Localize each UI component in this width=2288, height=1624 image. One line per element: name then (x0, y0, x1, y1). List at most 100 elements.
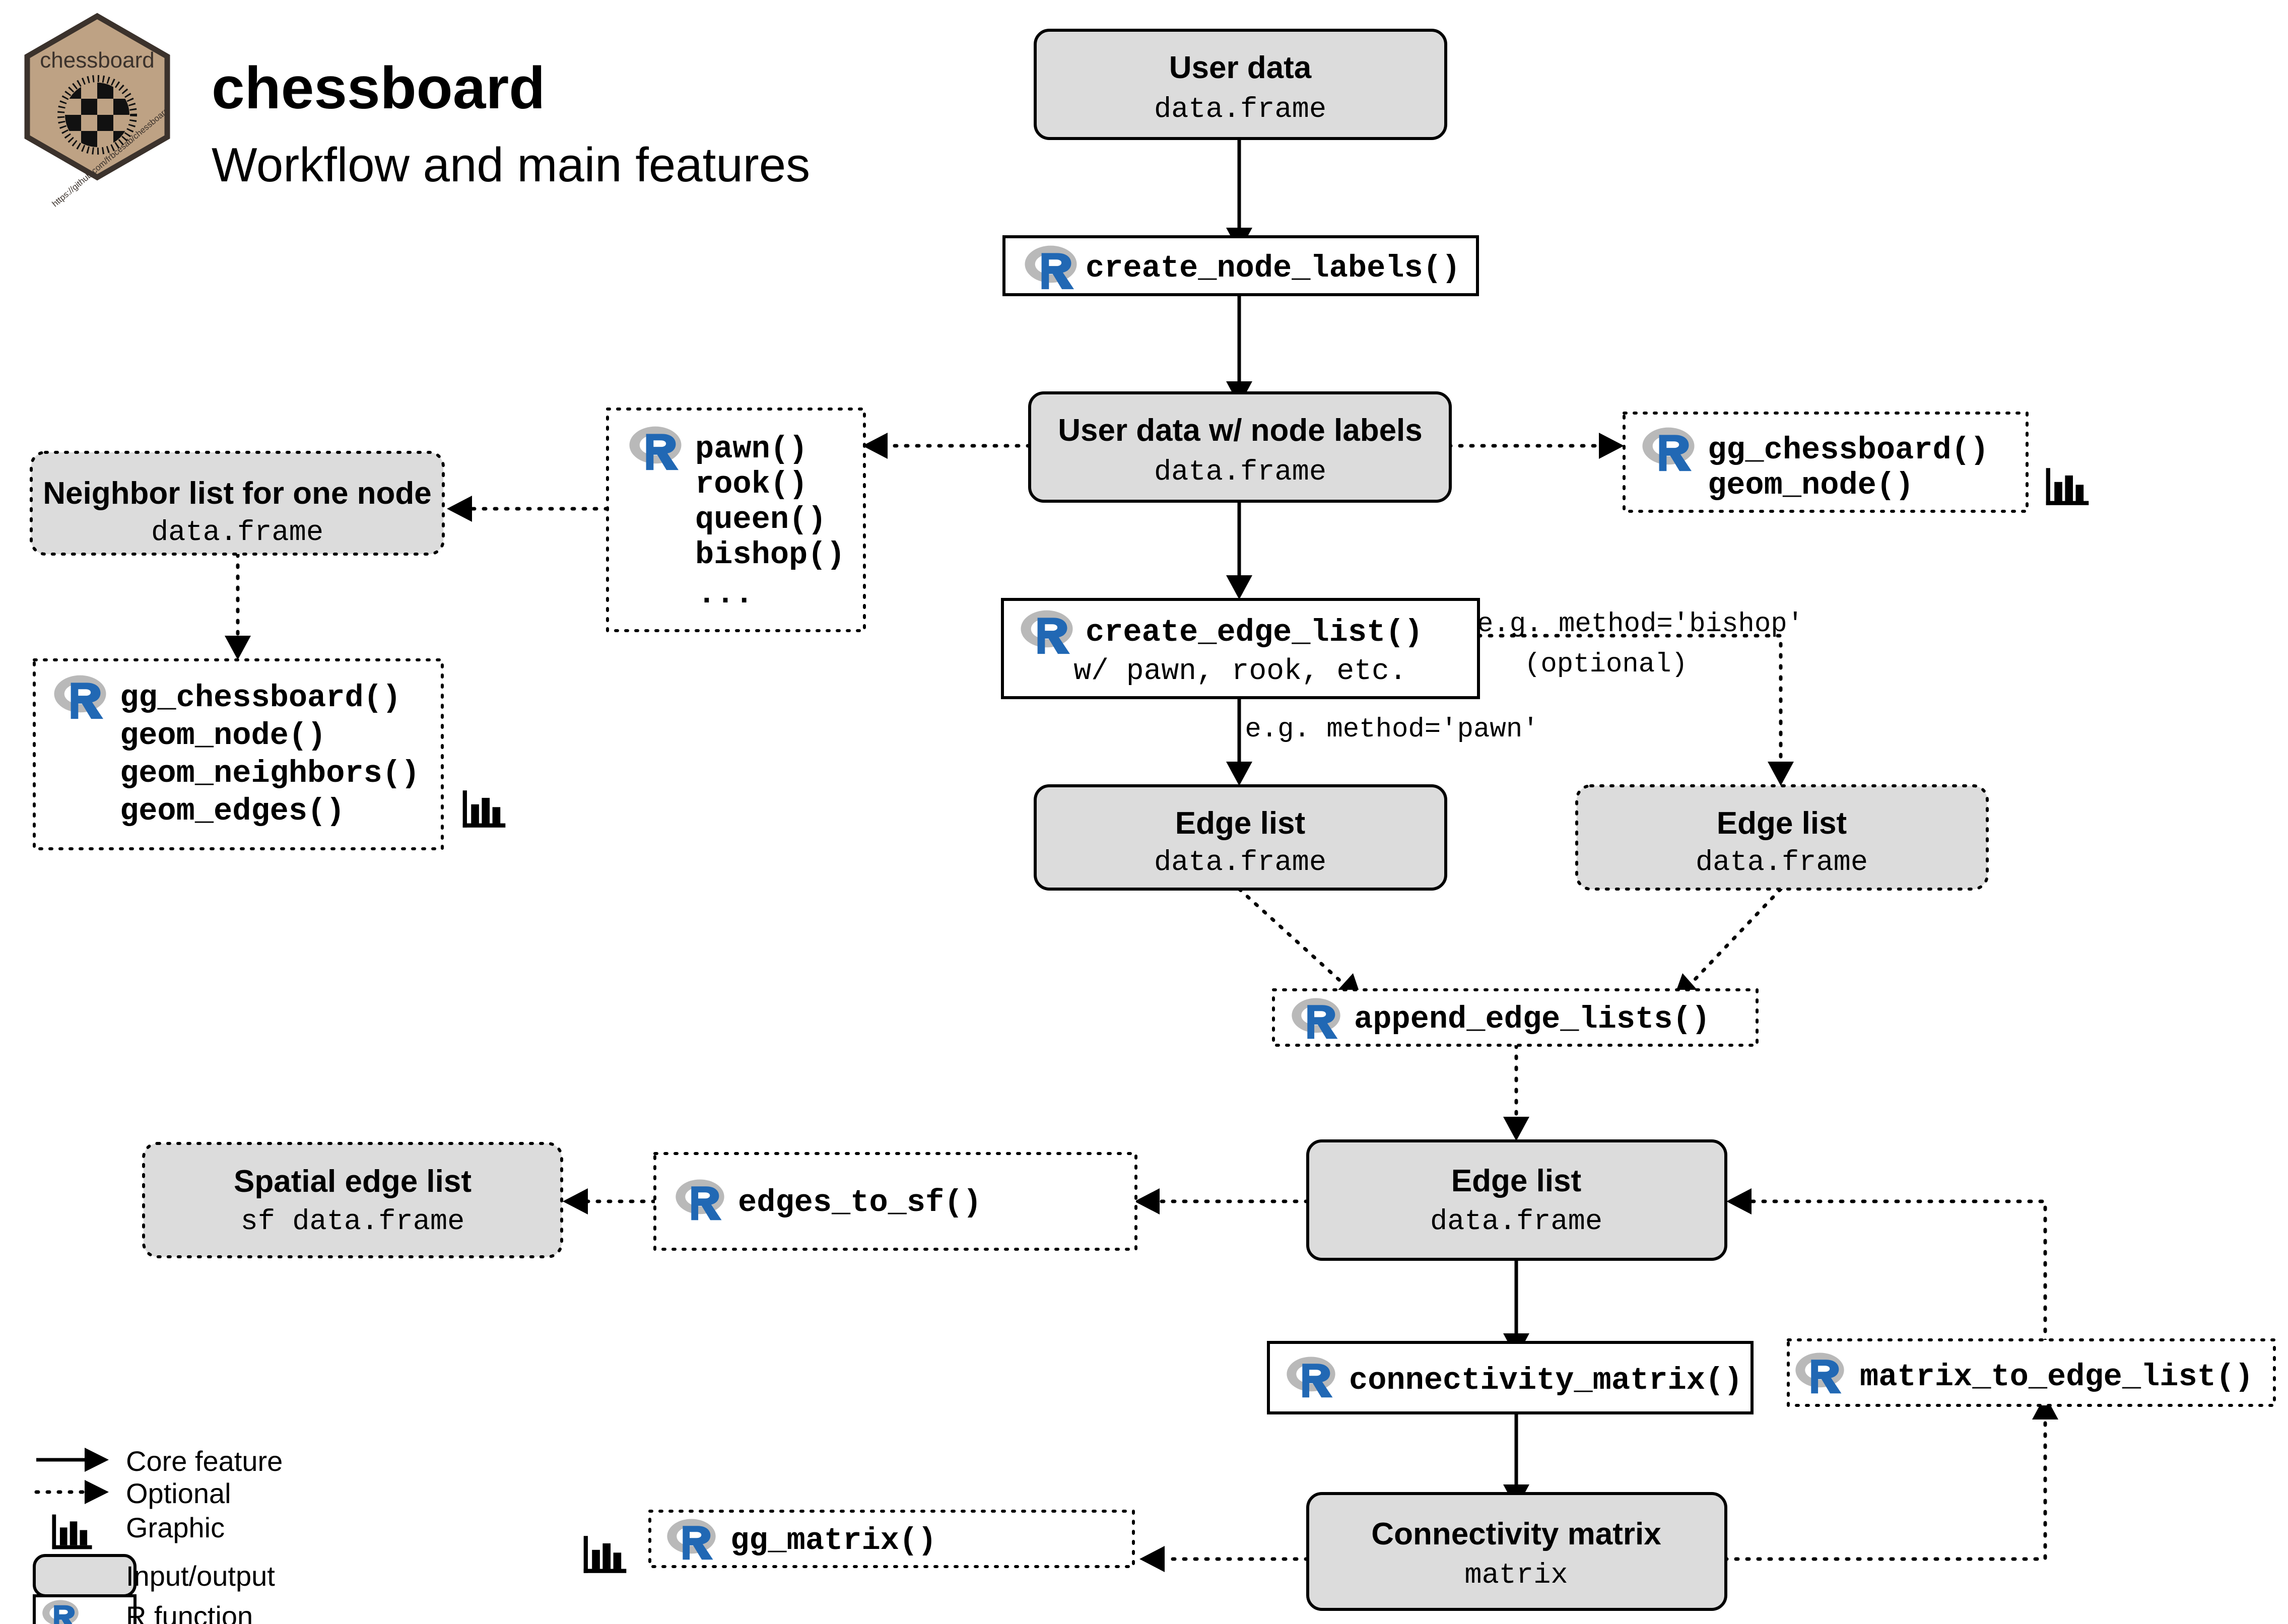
node-piece-functions[interactable]: pawn() rook() queen() bishop() ... (606, 408, 866, 632)
node-piece-functions-line-3: bishop() (695, 537, 845, 573)
graphic-bar-chart-icon (462, 790, 506, 828)
node-edge-list-left-box[interactable] (1034, 784, 1447, 891)
node-user-data-subtitle: data.frame (1154, 94, 1326, 126)
node-edge-list-right-title: Edge list (1717, 806, 1847, 841)
node-piece-functions-line-2: queen() (695, 502, 826, 537)
arrowhead-icon (1134, 1188, 1160, 1214)
node-append-edge-lists-label: append_edge_lists() (1354, 1001, 1710, 1037)
arrowhead-icon (2032, 1395, 2058, 1419)
node-user-data[interactable]: User data data.frame (1034, 29, 1447, 140)
node-edges-to-sf-label: edges_to_sf() (738, 1185, 982, 1221)
node-neighbor-list-subtitle: data.frame (151, 517, 323, 549)
edge-label-pawn-method: e.g. method='pawn' (1245, 714, 1538, 745)
node-user-data-with-labels-box[interactable] (1028, 391, 1452, 503)
edge-edgelistleft-to-append (1237, 887, 1352, 992)
logo-chessboard-motif (57, 75, 137, 155)
node-edge-list-right[interactable]: Edge list data.frame (1575, 784, 1989, 891)
node-create-edge-list-label: create_edge_list() (1086, 615, 1423, 650)
node-user-data-box[interactable] (1034, 29, 1447, 140)
node-create-edge-list-sublabel: w/ pawn, rook, etc. (1073, 655, 1406, 688)
arrowhead-icon (862, 433, 888, 459)
node-gg-node-box[interactable] (1623, 412, 2029, 513)
graphic-bar-chart-icon (52, 1514, 92, 1549)
graphic-bar-chart-icon (583, 1536, 627, 1573)
arrowhead-icon (447, 496, 472, 522)
node-edge-list-left-title: Edge list (1175, 806, 1305, 841)
arrowhead-icon (1226, 762, 1252, 786)
node-user-data-with-labels[interactable]: User data w/ node labels data.frame (1028, 391, 1452, 503)
legend-item-graphic: Graphic (52, 1512, 225, 1549)
node-connectivity-matrix-title: Connectivity matrix (1371, 1517, 1661, 1551)
node-edge-list-right-subtitle: data.frame (1696, 847, 1868, 879)
node-create-edge-list[interactable]: create_edge_list() w/ pawn, rook, etc. (1001, 598, 1480, 699)
node-neighbor-list-box[interactable] (30, 451, 445, 556)
node-matrix-to-edge-list-fn-label: matrix_to_edge_list() (1860, 1359, 2253, 1395)
node-edge-list-left[interactable]: Edge list data.frame (1034, 784, 1447, 891)
logo-wordmark: chessboard (40, 48, 154, 73)
legend-label-r-function: R function (126, 1600, 253, 1624)
node-append-edge-lists-box[interactable] (1272, 988, 1759, 1047)
node-edge-list-main[interactable]: Edge list data.frame (1306, 1139, 1727, 1261)
node-gg-matrix-box[interactable] (648, 1510, 1135, 1568)
legend-label-input-output: Input/output (126, 1560, 275, 1592)
node-connectivity-matrix[interactable]: Connectivity matrix matrix (1306, 1492, 1727, 1611)
node-edge-list-main-box[interactable] (1306, 1139, 1727, 1261)
node-connectivity-matrix-fn[interactable]: connectivity_matrix() (1267, 1341, 1754, 1414)
edge-edgelistright-to-append (1683, 887, 1783, 992)
node-user-data-title: User data (1169, 50, 1312, 85)
node-edge-list-right-box[interactable] (1575, 784, 1989, 891)
node-gg-neighbors-line-2: geom_neighbors() (120, 756, 420, 791)
node-matrix-to-edge-list-fn-box[interactable] (1787, 1338, 2276, 1407)
chessboard-logo: chessboard https://github.com/frbcesab/c… (24, 13, 171, 209)
arrowhead-icon (1768, 762, 1794, 786)
node-create-edge-list-box[interactable] (1001, 598, 1480, 699)
node-gg-node[interactable]: gg_chessboard() geom_node() (1623, 412, 2089, 513)
edge-matrixtoedgelistfn-to-edgelistmain (1748, 1199, 2047, 1344)
node-edges-to-sf[interactable]: edges_to_sf() (653, 1152, 1137, 1251)
legend-item-r-function: R function (33, 1594, 253, 1624)
legend-item-optional: Optional (34, 1477, 231, 1509)
edge-label-bishop-method: e.g. method='bishop' (1477, 609, 1803, 640)
node-edges-to-sf-box[interactable] (653, 1152, 1137, 1251)
node-piece-functions-line-4: ... (697, 576, 754, 612)
node-gg-matrix[interactable]: gg_matrix() (583, 1510, 1135, 1573)
node-edge-list-main-subtitle: data.frame (1430, 1206, 1602, 1238)
node-connectivity-matrix-fn-box[interactable] (1267, 1341, 1754, 1414)
node-create-node-labels[interactable]: create_node_labels() (1002, 235, 1479, 296)
node-matrix-to-edge-list-fn[interactable]: matrix_to_edge_list() (1787, 1338, 2276, 1407)
node-spatial-edge-list-box[interactable] (142, 1142, 563, 1258)
node-gg-node-line-1: geom_node() (1708, 467, 1914, 503)
node-connectivity-matrix-box[interactable] (1306, 1492, 1727, 1611)
node-neighbor-list-title: Neighbor list for one node (43, 476, 432, 511)
legend-label-optional: Optional (126, 1477, 231, 1509)
node-gg-node-line-0: gg_chessboard() (1708, 432, 1989, 468)
node-gg-neighbors-line-0: gg_chessboard() (120, 680, 401, 716)
node-create-node-labels-box[interactable] (1002, 235, 1479, 296)
node-user-data-with-labels-title: User data w/ node labels (1058, 413, 1423, 448)
node-connectivity-matrix-subtitle: matrix (1464, 1560, 1568, 1592)
node-spatial-edge-list-title: Spatial edge list (234, 1164, 472, 1199)
node-spatial-edge-list-subtitle: sf data.frame (241, 1206, 465, 1238)
arrowhead-icon (1226, 575, 1252, 599)
node-edge-list-main-title: Edge list (1451, 1164, 1581, 1198)
node-gg-neighbors[interactable]: gg_chessboard() geom_node() geom_neighbo… (33, 658, 506, 850)
legend-label-graphic: Graphic (126, 1512, 225, 1543)
arrowhead-icon (225, 636, 251, 660)
node-gg-neighbors-line-1: geom_node() (120, 718, 326, 754)
legend: Core feature Optional Graphic Input/outp… (33, 1445, 283, 1624)
page-title: chessboard (212, 55, 545, 121)
arrowhead-icon (563, 1188, 588, 1214)
node-spatial-edge-list[interactable]: Spatial edge list sf data.frame (142, 1142, 563, 1258)
legend-io-swatch (33, 1554, 137, 1597)
legend-item-input-output: Input/output (33, 1554, 275, 1597)
arrowhead-icon (85, 1448, 109, 1472)
node-neighbor-list[interactable]: Neighbor list for one node data.frame (30, 451, 445, 556)
arrowhead-icon (1503, 1117, 1529, 1141)
node-edge-list-left-subtitle: data.frame (1154, 847, 1326, 879)
legend-label-core-feature: Core feature (126, 1445, 283, 1477)
node-append-edge-lists[interactable]: append_edge_lists() (1272, 988, 1759, 1047)
node-connectivity-matrix-fn-label: connectivity_matrix() (1349, 1363, 1742, 1398)
graphic-bar-chart-icon (2046, 468, 2089, 505)
